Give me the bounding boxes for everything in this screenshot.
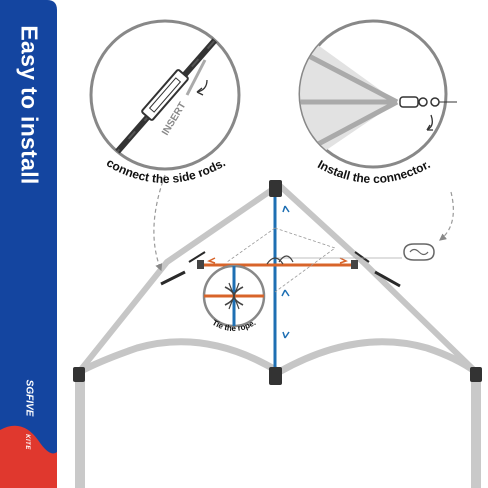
banner-background (0, 0, 57, 488)
swivel-connector (399, 96, 457, 108)
install-diagram: INSERT connect the side rods. (73, 19, 482, 488)
center-knot (266, 255, 294, 265)
left-tail (75, 374, 85, 488)
nose-cap (269, 180, 282, 197)
spine-rod (269, 180, 290, 385)
bridle-lines (226, 227, 336, 293)
line-winder (403, 243, 435, 261)
connector-callout (298, 19, 457, 169)
tie-rope-callout (202, 264, 266, 328)
side-rods (160, 251, 401, 288)
brand-sub: KITE (24, 434, 30, 450)
connector-leader-arrow (439, 191, 454, 241)
left-tip-cap (73, 367, 85, 382)
side-banner: Easy to install SGFIVE KITE (0, 0, 57, 488)
right-tip-cap (470, 367, 482, 382)
rope-caption: Tie the rope. (211, 318, 258, 333)
spine-end-cap (269, 367, 282, 385)
side-rods-callout: INSERT (89, 19, 241, 171)
brand-logo: SGFIVE (6, 368, 52, 428)
right-tail (471, 374, 481, 488)
spreader-rod (197, 257, 358, 269)
spreader-right-end (351, 260, 358, 269)
kite-sail (73, 182, 482, 488)
spreader-left-end (197, 260, 204, 269)
banner-title: Easy to install (16, 25, 42, 185)
banner-red-wave (0, 425, 57, 488)
rods-leader-arrow (153, 174, 166, 272)
brand-name: SGFIVE (23, 379, 35, 417)
